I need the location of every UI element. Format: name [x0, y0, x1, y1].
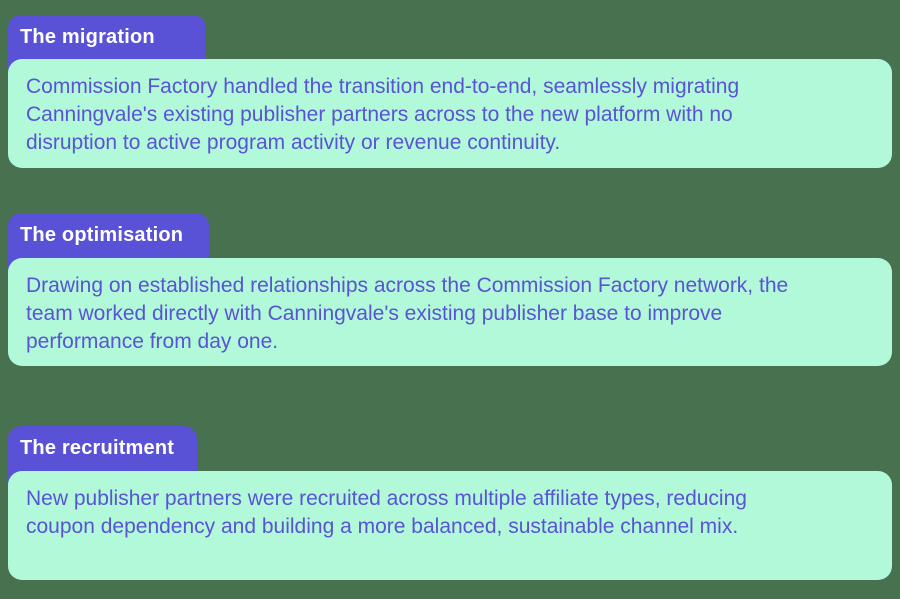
section-card-optimisation: Drawing on established relationships acr…: [8, 258, 892, 366]
section-card-recruitment: New publisher partners were recruited ac…: [8, 471, 892, 580]
section-tab-label: The optimisation: [20, 224, 184, 246]
section-body-text: New publisher partners were recruited ac…: [26, 487, 747, 538]
section-body-text: Commission Factory handled the transitio…: [26, 75, 740, 154]
section-body-text: Drawing on established relationships acr…: [26, 274, 789, 353]
section-card-migration: Commission Factory handled the transitio…: [8, 59, 892, 168]
section-tab-label: The migration: [20, 26, 155, 48]
section-tab-label: The recruitment: [20, 437, 175, 459]
